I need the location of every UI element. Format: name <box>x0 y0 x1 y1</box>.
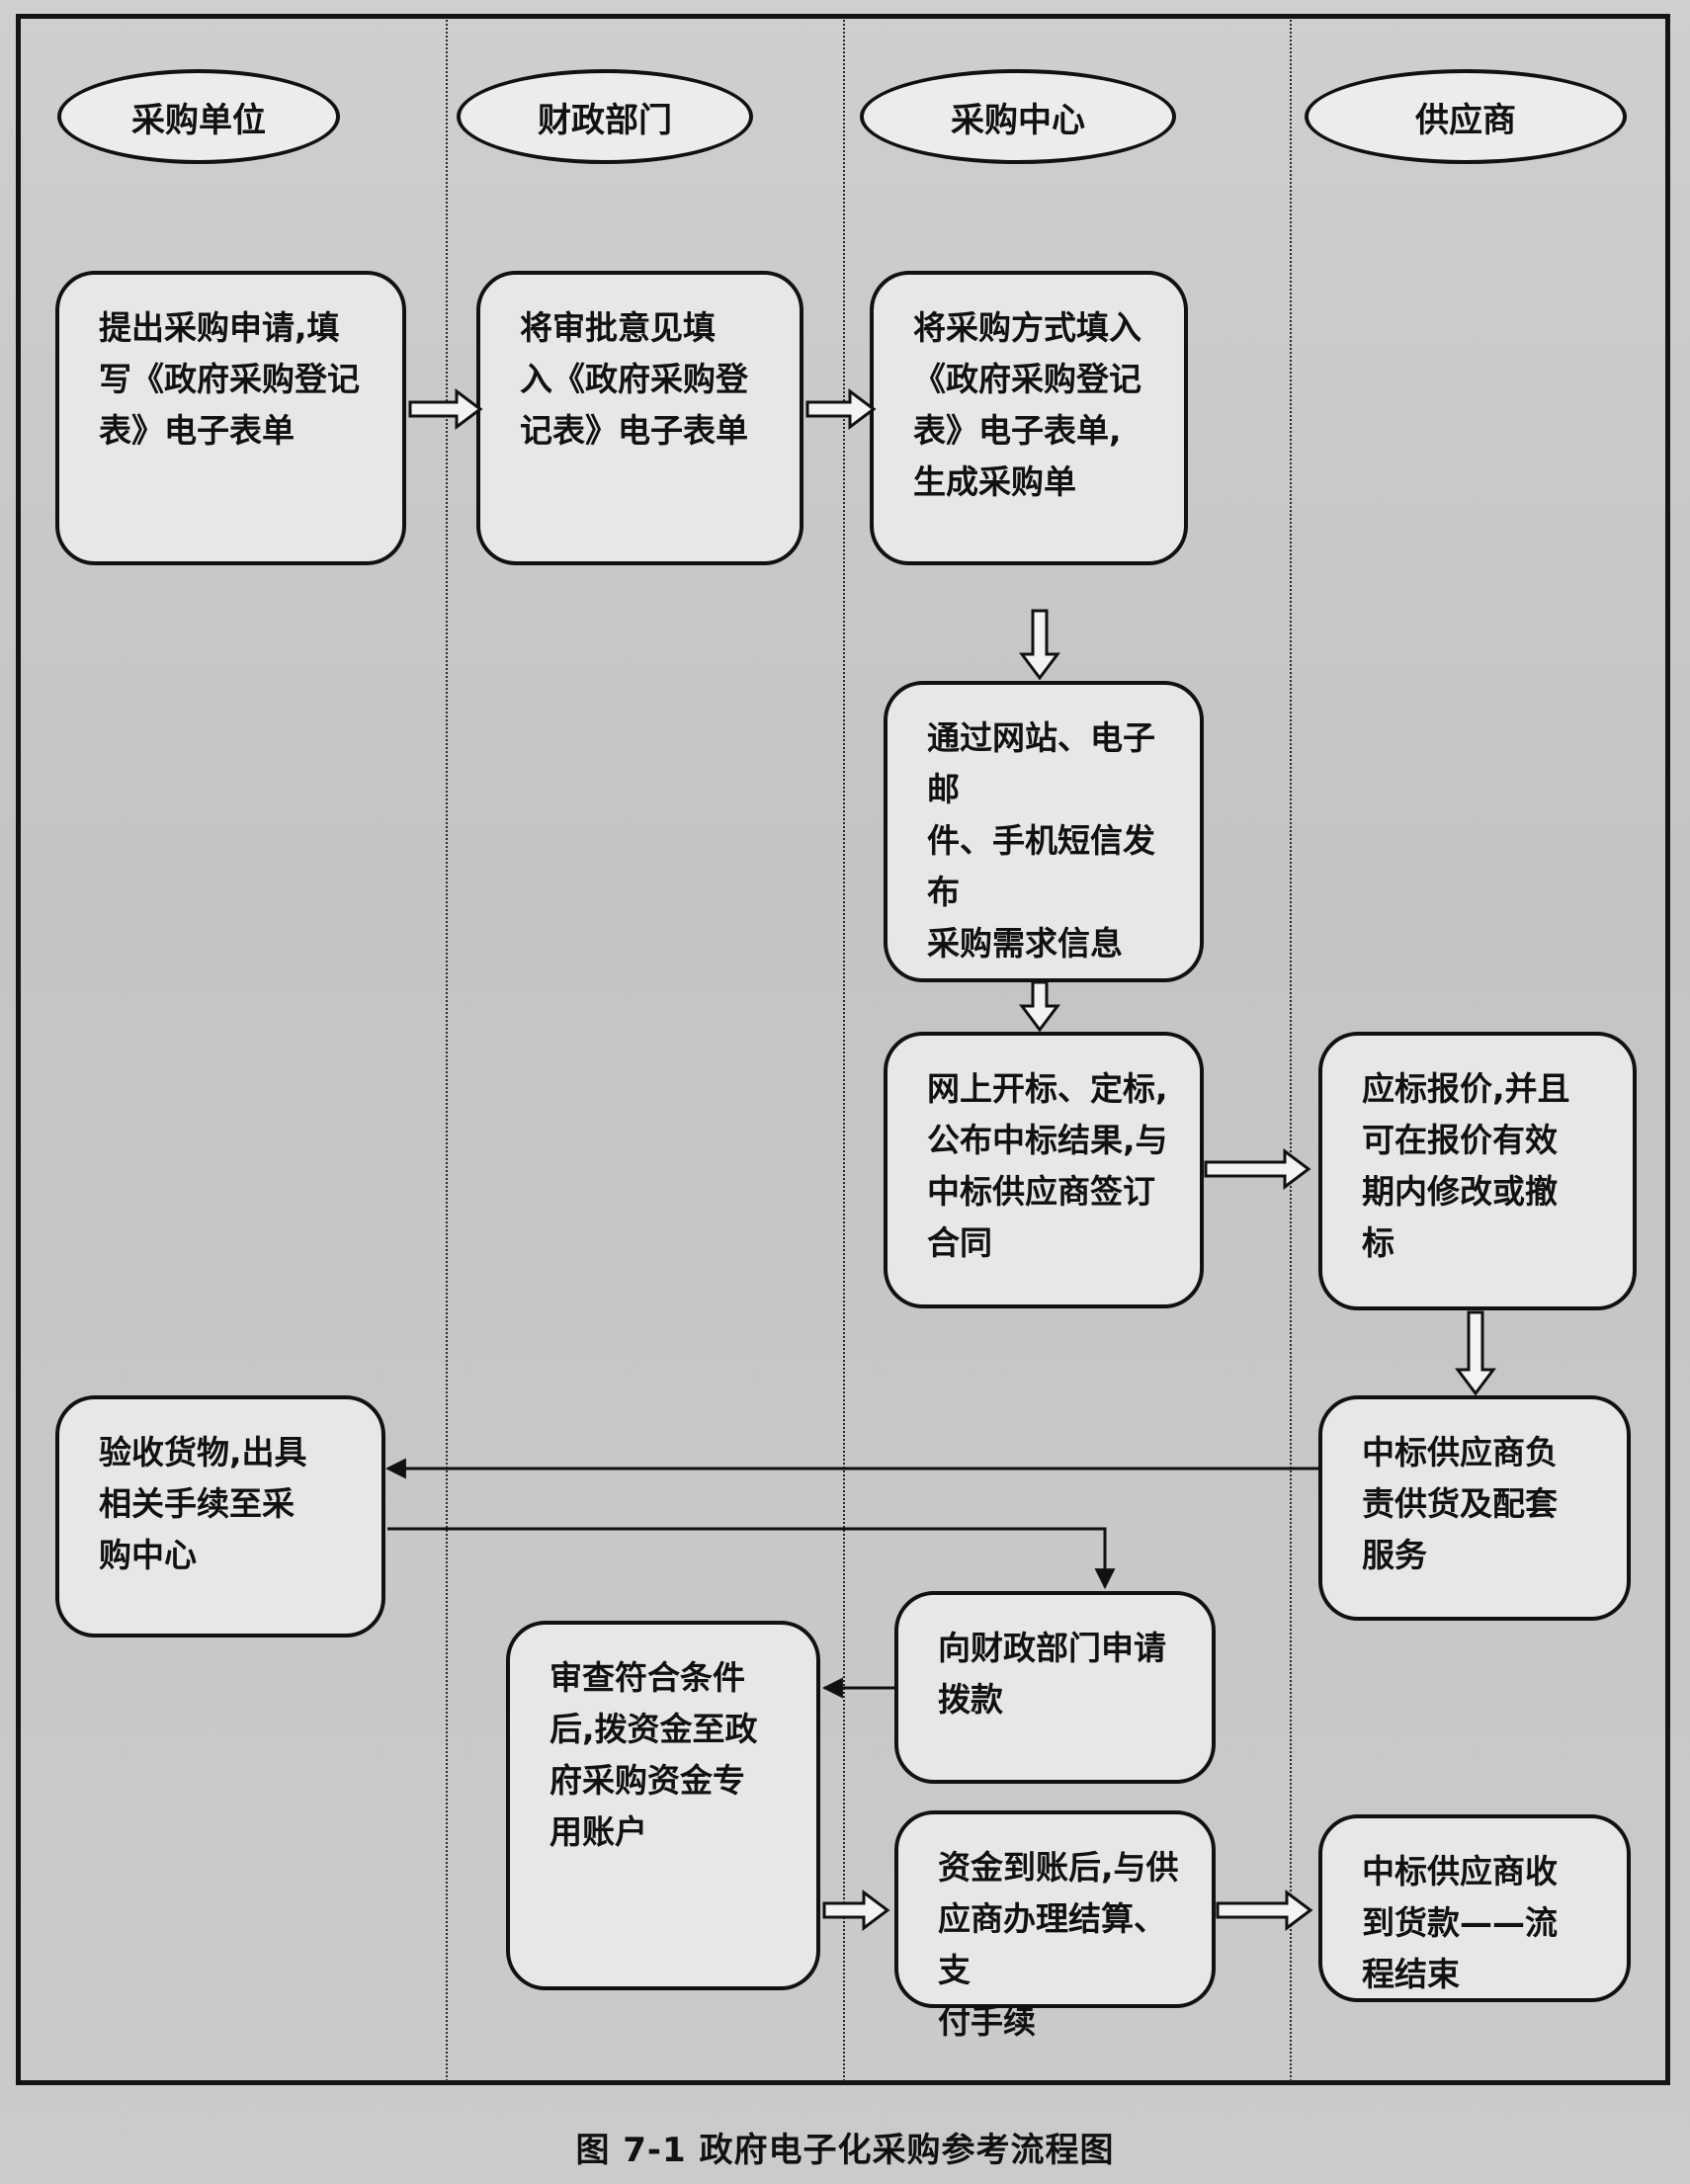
step-request-fund: 向财政部门申请拨款 <box>894 1591 1216 1784</box>
lane-header-finance: 财政部门 <box>457 69 753 164</box>
lane-header-supplier: 供应商 <box>1305 69 1627 164</box>
arrow-bid-open-to-quote <box>1204 1148 1311 1190</box>
flowchart-frame <box>16 14 1670 2085</box>
lane-divider <box>843 20 845 2081</box>
lane-header-center: 采购中心 <box>860 69 1176 164</box>
lane-divider <box>446 20 448 2081</box>
arrow-method-to-publish <box>1019 609 1060 681</box>
arrow-review-to-settle <box>822 1890 890 1931</box>
lane-header-purchaser: 采购单位 <box>57 69 340 164</box>
step-supply: 中标供应商负责供货及配套服务 <box>1318 1395 1631 1621</box>
arrow-settle-to-end <box>1216 1890 1313 1931</box>
step-bid-open: 网上开标、定标,公布中标结果,与中标供应商签订合同 <box>884 1032 1204 1308</box>
step-publish: 通过网站、电子邮件、手机短信发布采购需求信息 <box>884 681 1204 982</box>
step-method: 将采购方式填入《政府采购登记表》电子表单,生成采购单 <box>870 271 1188 565</box>
lane-divider <box>1290 20 1292 2081</box>
arrow-approve-to-method <box>805 388 877 430</box>
arrow-quote-to-supply <box>1455 1310 1496 1396</box>
arrow-accept-to-request-fund <box>387 1527 1116 1590</box>
step-quote: 应标报价,并且可在报价有效期内修改或撤标 <box>1318 1032 1637 1310</box>
step-end: 中标供应商收到货款——流程结束 <box>1318 1814 1631 2002</box>
arrow-apply-to-approve <box>408 388 483 430</box>
step-review-fund: 审查符合条件后,拨资金至政府采购资金专用账户 <box>506 1621 820 1990</box>
figure-caption: 图 7-1 政府电子化采购参考流程图 <box>575 2131 1115 2170</box>
step-approve: 将审批意见填入《政府采购登记表》电子表单 <box>476 271 803 565</box>
arrow-publish-to-bid-open <box>1019 980 1060 1033</box>
step-apply: 提出采购申请,填写《政府采购登记表》电子表单 <box>55 271 406 565</box>
step-settle: 资金到账后,与供应商办理结算、支付手续 <box>894 1810 1216 2041</box>
step-accept: 验收货物,出具相关手续至采购中心 <box>55 1395 385 1638</box>
